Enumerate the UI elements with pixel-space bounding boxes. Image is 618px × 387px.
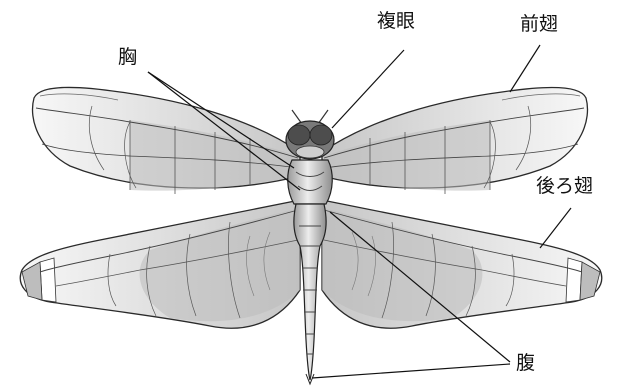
hindwing-left: [20, 200, 300, 328]
label-compound-eye: 複眼: [377, 10, 415, 32]
hindwing-right: [322, 200, 602, 328]
label-forewing: 前翅: [520, 13, 558, 35]
leader-hindwing: [540, 208, 571, 248]
thorax-shape: [288, 160, 333, 204]
label-abdomen: 腹: [516, 352, 535, 374]
label-hindwing: 後ろ翅: [536, 175, 593, 197]
label-thorax: 胸: [118, 46, 137, 68]
leader-abdomen-b: [312, 364, 510, 378]
leader-compound-eye: [332, 50, 404, 128]
leader-forewing: [510, 45, 540, 92]
forewing-left: [33, 87, 301, 194]
